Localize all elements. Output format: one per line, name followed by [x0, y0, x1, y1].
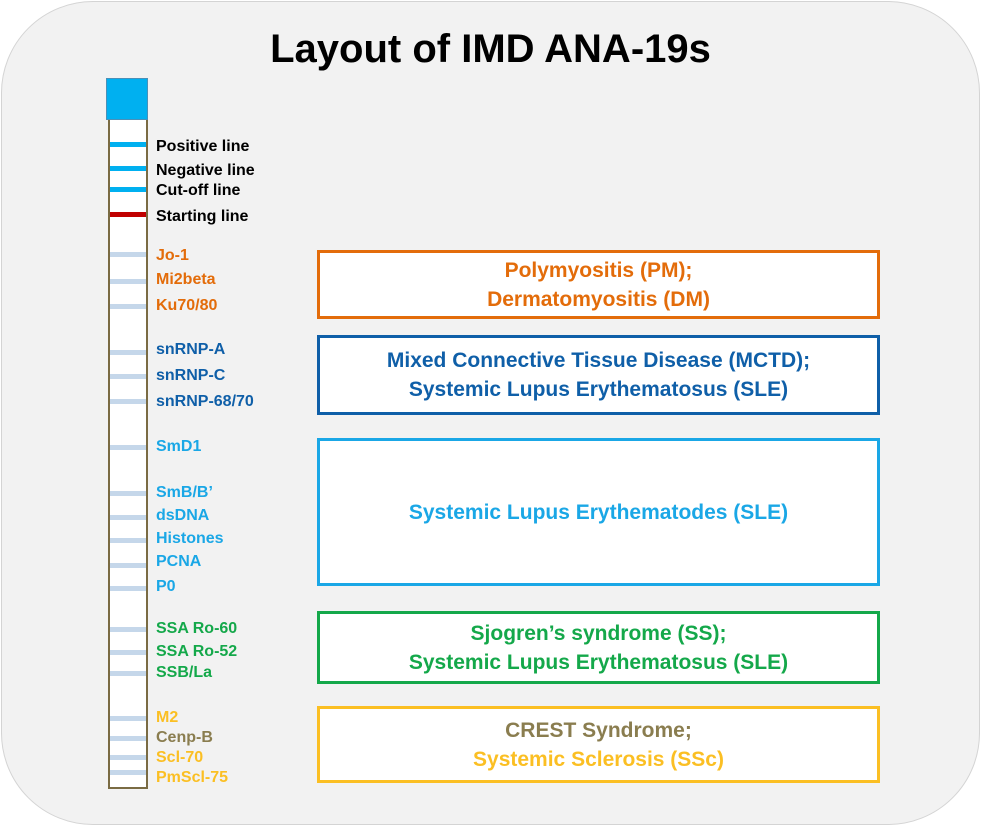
antigen-label-ssa-ro52: SSA Ro-52 — [156, 643, 238, 660]
antigen-line-scl70 — [110, 755, 146, 760]
antigen-label-dsdna: dsDNA — [156, 507, 210, 524]
antigen-label-pcna: PCNA — [156, 553, 202, 570]
negative-line-label: Negative line — [156, 162, 255, 179]
test-strip — [108, 119, 148, 789]
cutoff-line-mark — [110, 187, 146, 192]
antigen-line-pmscl75 — [110, 770, 146, 775]
disease-box-pm-dm: Polymyositis (PM); Dermatomyositis (DM) — [317, 250, 880, 319]
positive-line-mark — [110, 142, 146, 147]
antigen-label-smbb: SmB/B’ — [156, 484, 213, 501]
antigen-line-m2 — [110, 716, 146, 721]
cutoff-line-label: Cut-off line — [156, 182, 241, 199]
antigen-label-ssa-ro60: SSA Ro-60 — [156, 620, 238, 637]
antigen-label-mi2beta: Mi2beta — [156, 271, 216, 288]
antigen-line-dsdna — [110, 515, 146, 520]
antigen-line-smd1 — [110, 445, 146, 450]
diagram-title: Layout of IMD ANA-19s — [270, 27, 711, 71]
antigen-line-snrnp-68-70 — [110, 399, 146, 404]
starting-line-label: Starting line — [156, 208, 249, 225]
antigen-line-snrnp-a — [110, 350, 146, 355]
negative-line-mark — [110, 166, 146, 171]
antigen-label-p0: P0 — [156, 578, 176, 595]
antigen-label-snrnp-68-70: snRNP-68/70 — [156, 393, 254, 410]
antigen-label-snrnp-c: snRNP-C — [156, 367, 226, 384]
antigen-line-p0 — [110, 586, 146, 591]
disease-line-ssc: Systemic Sclerosis (SSc) — [473, 747, 724, 771]
disease-line: Dermatomyositis (DM) — [487, 287, 710, 311]
disease-line-crest: CREST Syndrome; — [505, 718, 692, 742]
strip-handle — [106, 78, 148, 120]
disease-line: Systemic Lupus Erythematodes (SLE) — [408, 500, 789, 524]
disease-line: Systemic Lupus Erythematosus (SLE) — [408, 650, 789, 674]
antigen-label-ssb-la: SSB/La — [156, 664, 213, 681]
positive-line-label: Positive line — [156, 138, 250, 155]
disease-line: Mixed Connective Tissue Disease (MCTD); — [386, 349, 811, 372]
antigen-label-scl70: Scl-70 — [156, 749, 204, 766]
disease-box-mctd-sle: Mixed Connective Tissue Disease (MCTD); … — [317, 335, 880, 415]
antigen-label-pmscl75: PmScl-75 — [156, 769, 229, 786]
antigen-label-smd1: SmD1 — [156, 438, 202, 455]
disease-line: Sjogren’s syndrome (SS); — [470, 621, 727, 645]
disease-box-crest-ssc: CREST Syndrome; Systemic Sclerosis (SSc) — [317, 706, 880, 783]
antigen-label-histones: Histones — [156, 530, 224, 547]
antigen-label-snrnp-a: snRNP-A — [156, 341, 226, 358]
antigen-line-ssa-ro52 — [110, 650, 146, 655]
disease-line: Systemic Lupus Erythematosus (SLE) — [408, 378, 789, 401]
antigen-label-cenpb: Cenp-B — [156, 729, 213, 746]
antigen-label-ku70-80: Ku70/80 — [156, 297, 218, 314]
antigen-line-snrnp-c — [110, 374, 146, 379]
disease-box-sle: Systemic Lupus Erythematodes (SLE) — [317, 438, 880, 586]
antigen-line-mi2beta — [110, 279, 146, 284]
starting-line-mark — [110, 212, 146, 217]
antigen-line-pcna — [110, 563, 146, 568]
antigen-label-jo1: Jo-1 — [156, 247, 189, 264]
antigen-line-cenpb — [110, 736, 146, 741]
antigen-line-ssa-ro60 — [110, 627, 146, 632]
disease-line: Polymyositis (PM); — [504, 258, 693, 282]
antigen-line-histones — [110, 538, 146, 543]
antigen-line-smbb — [110, 491, 146, 496]
antigen-line-ssb-la — [110, 671, 146, 676]
disease-box-ss-sle: Sjogren’s syndrome (SS); Systemic Lupus … — [317, 611, 880, 684]
antigen-line-jo1 — [110, 252, 146, 257]
antigen-label-m2: M2 — [156, 709, 179, 726]
antigen-line-ku70-80 — [110, 304, 146, 309]
